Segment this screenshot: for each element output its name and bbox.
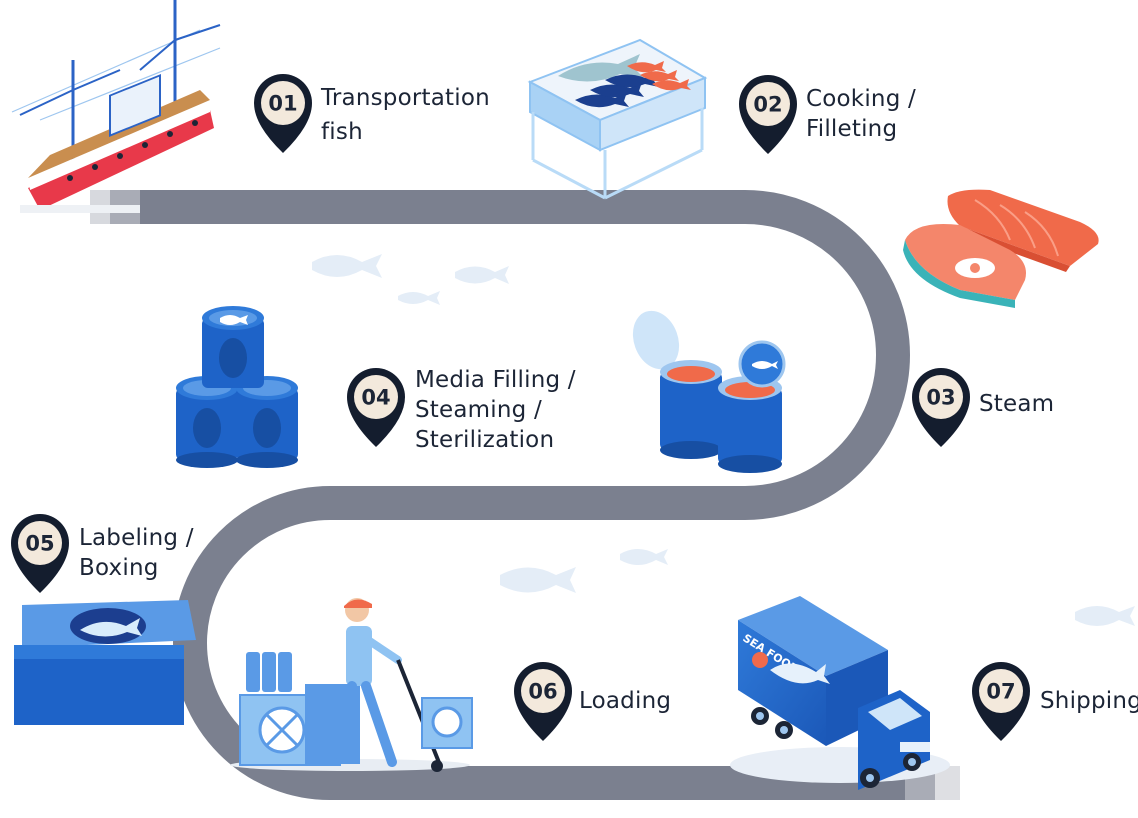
- step-01-label-line-1: Transportation: [321, 85, 490, 111]
- step-01-number: 01: [268, 92, 297, 116]
- can-stack-illustration: [176, 306, 298, 468]
- step-06-label: Loading: [579, 686, 671, 716]
- step-04-label-line-2: Steaming /: [415, 397, 542, 423]
- step-01-pin-icon: 01: [254, 74, 312, 153]
- step-01-label: Transportation fish: [321, 83, 490, 147]
- fish-display-table-illustration: [527, 38, 708, 200]
- step-04-label-line-1: Media Filling /: [415, 367, 576, 393]
- step-pins: 01 02 03 04 05 06 07: [11, 74, 1030, 741]
- step-07-label-line-1: Shipping: [1040, 688, 1138, 714]
- step-04-label: Media Filling / Steaming / Sterilization: [415, 365, 576, 455]
- step-03-label-line-1: Steam: [979, 391, 1055, 417]
- step-02-number: 02: [753, 93, 782, 117]
- step-03-pin-icon: 03: [912, 368, 970, 447]
- step-07-label: Shipping: [1040, 686, 1138, 716]
- worker-loading-illustration: [230, 598, 473, 772]
- step-03-number: 03: [926, 386, 955, 410]
- step-06-number: 06: [528, 680, 557, 704]
- step-05-label-line-2: Boxing: [79, 555, 159, 581]
- step-07-number: 07: [986, 680, 1015, 704]
- step-06-label-line-1: Loading: [579, 688, 672, 714]
- open-cans-illustration: [632, 310, 786, 473]
- step-04-number: 04: [361, 386, 390, 410]
- road-path: [90, 190, 960, 800]
- step-05-label: Labeling / Boxing: [79, 523, 194, 583]
- salmon-fillet-illustration: [903, 189, 1099, 308]
- step-02-label-line-2: Filleting: [806, 116, 898, 142]
- step-02-label: Cooking / Filleting: [806, 84, 916, 144]
- seafood-truck-illustration: SEA FOOD: [730, 596, 950, 790]
- step-02-label-line-1: Cooking /: [806, 86, 916, 112]
- step-06-pin-icon: 06: [514, 662, 572, 741]
- fishing-boat-illustration: [11, 0, 221, 213]
- step-05-label-line-1: Labeling /: [79, 525, 194, 551]
- step-03-label: Steam: [979, 389, 1054, 419]
- step-04-pin-icon: 04: [347, 368, 405, 447]
- step-05-number: 05: [25, 532, 54, 556]
- step-05-pin-icon: 05: [11, 514, 69, 593]
- step-04-label-line-3: Sterilization: [415, 427, 555, 453]
- fish-box-illustration: [14, 600, 196, 725]
- background-fish-decoration: [312, 254, 1135, 626]
- step-07-pin-icon: 07: [972, 662, 1030, 741]
- step-02-pin-icon: 02: [739, 74, 797, 154]
- step-01-label-line-2: fish: [321, 119, 363, 145]
